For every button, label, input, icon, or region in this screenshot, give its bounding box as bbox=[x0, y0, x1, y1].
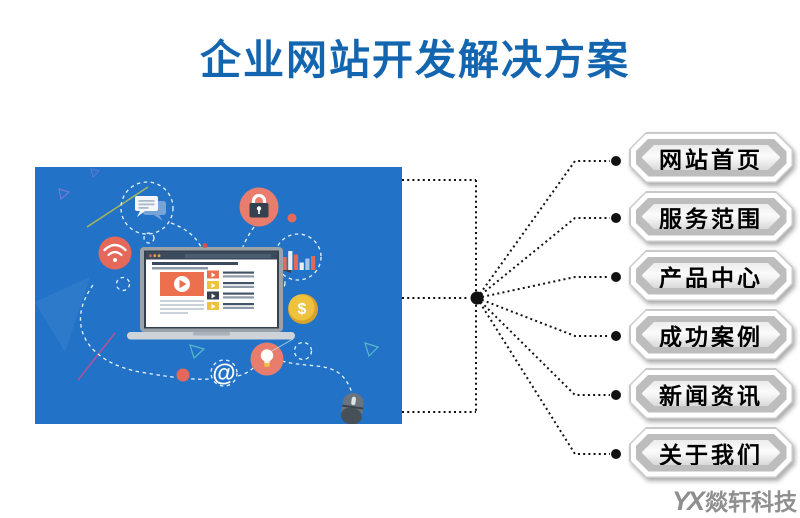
menu-button-label: 网站首页 bbox=[659, 146, 763, 173]
branch-dot bbox=[611, 331, 621, 341]
page-title: 企业网站开发解决方案 bbox=[200, 37, 630, 83]
decor-dot bbox=[287, 213, 297, 223]
menu-button-label: 关于我们 bbox=[659, 441, 763, 468]
hub-dot bbox=[470, 291, 484, 305]
bar-chart-icon bbox=[282, 251, 316, 273]
menu-button-label: 服务范围 bbox=[659, 205, 763, 232]
idea-bulb-icon bbox=[250, 338, 294, 376]
brand-logo: YX bbox=[671, 486, 705, 516]
menu-button-label: 成功案例 bbox=[659, 323, 763, 350]
button-frame: 网站首页 bbox=[629, 132, 793, 183]
mouse-icon bbox=[340, 393, 364, 424]
decor-dot bbox=[176, 368, 190, 382]
branch-dot bbox=[611, 213, 621, 223]
chat-bubbles-icon bbox=[135, 196, 166, 221]
button-frame: 新闻资讯 bbox=[629, 368, 793, 419]
lock-icon bbox=[239, 187, 279, 227]
at-symbol-icon: @ bbox=[212, 360, 235, 387]
dashed-doodles bbox=[79, 181, 353, 394]
brand-watermark: YX 燚轩科技 bbox=[672, 483, 797, 517]
button-frame: 成功案例 bbox=[629, 309, 793, 360]
menu-button-cases[interactable]: 成功案例 bbox=[629, 309, 793, 360]
branch-dot bbox=[611, 390, 621, 400]
button-frame: 产品中心 bbox=[629, 250, 793, 301]
svg-text:@: @ bbox=[212, 360, 235, 387]
menu-button-label: 产品中心 bbox=[659, 264, 763, 291]
branch-dot bbox=[611, 272, 621, 282]
brand-name: 燚轩科技 bbox=[705, 489, 797, 515]
branch-dot bbox=[611, 156, 621, 166]
menu-button-news[interactable]: 新闻资讯 bbox=[629, 368, 793, 419]
dollar-coin-icon: $ bbox=[288, 294, 318, 324]
menu-button-label: 新闻资讯 bbox=[659, 382, 763, 409]
website-concept-illustration: $ bbox=[35, 167, 402, 424]
decor-shapes bbox=[35, 168, 380, 381]
button-frame: 服务范围 bbox=[629, 191, 793, 242]
wifi-icon bbox=[98, 236, 132, 270]
menu-button-about[interactable]: 关于我们 bbox=[629, 427, 793, 478]
laptop-browser-icon bbox=[127, 243, 295, 340]
branch-dot bbox=[611, 449, 621, 459]
button-frame: 关于我们 bbox=[629, 427, 793, 478]
svg-text:$: $ bbox=[298, 301, 307, 318]
menu-button-services[interactable]: 服务范围 bbox=[629, 191, 793, 242]
menu-button-products[interactable]: 产品中心 bbox=[629, 250, 793, 301]
menu-button-home[interactable]: 网站首页 bbox=[629, 132, 793, 183]
